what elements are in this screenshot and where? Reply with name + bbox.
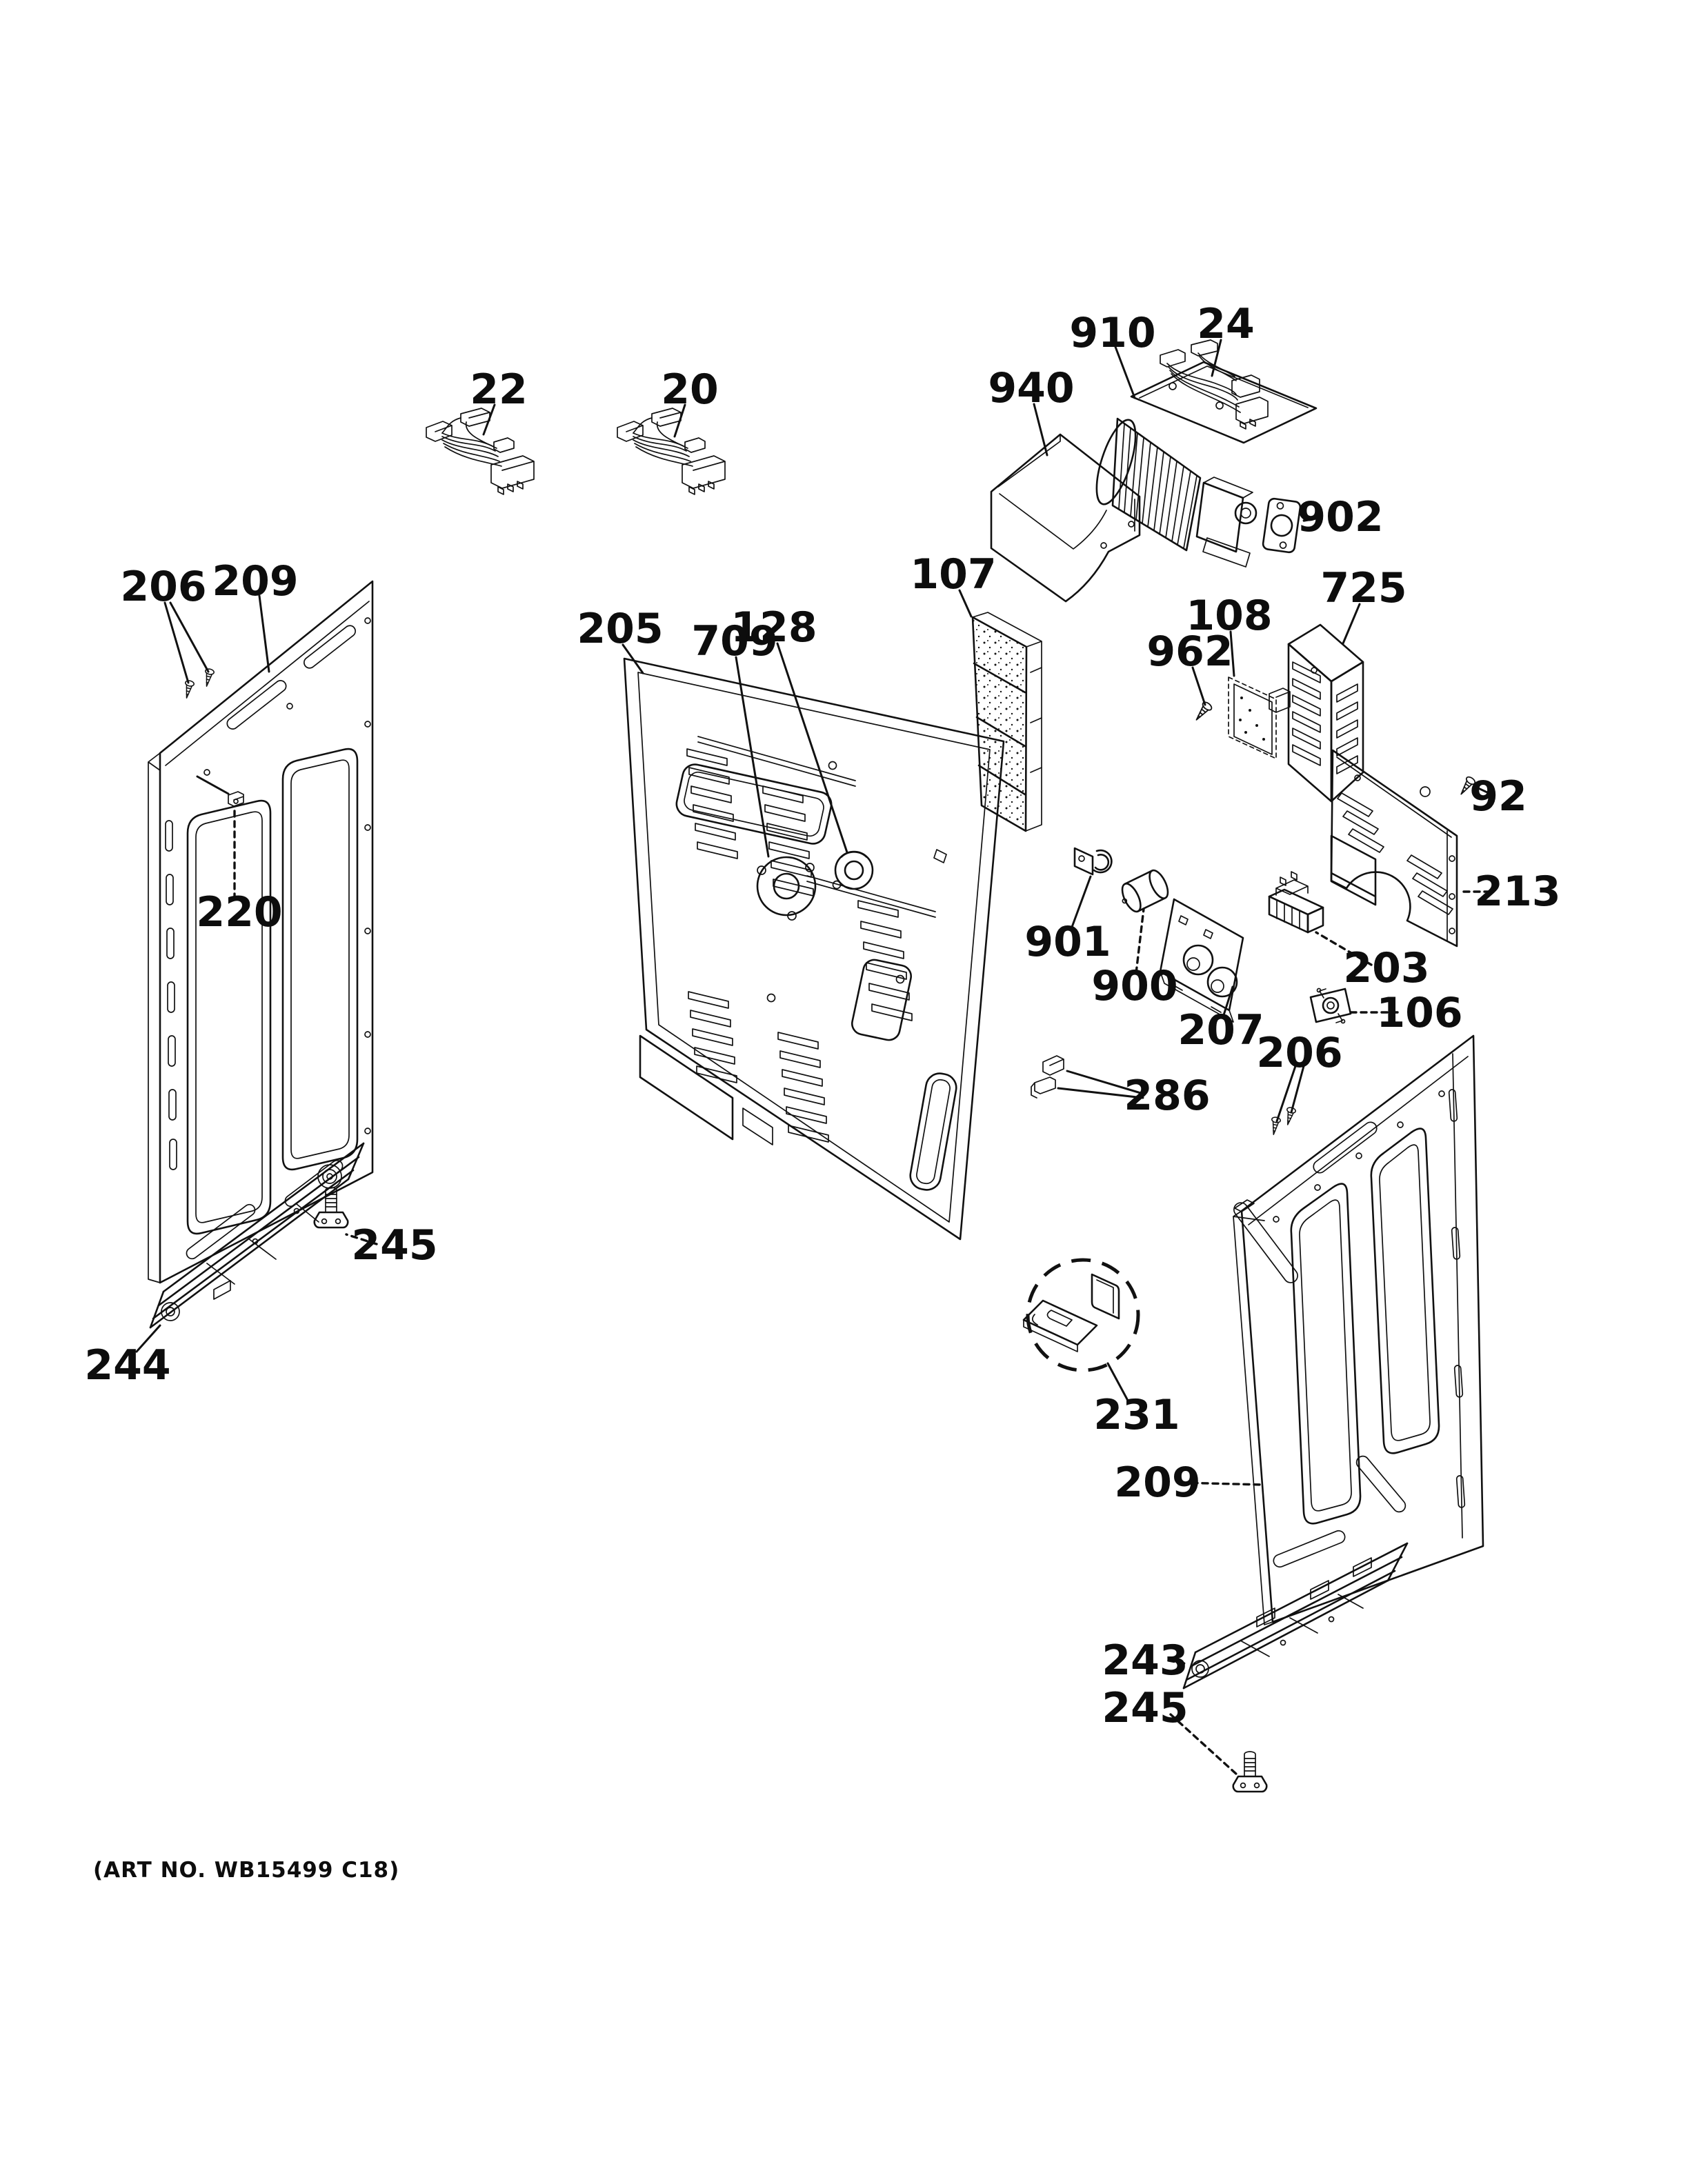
leader-line-245-right	[1169, 1713, 1239, 1776]
part-label-962: 962	[1146, 628, 1233, 676]
part-label-203: 203	[1343, 944, 1429, 992]
part-label-24: 24	[1197, 300, 1255, 348]
part-label-20: 20	[661, 365, 719, 414]
part-label-107: 107	[910, 550, 996, 599]
leader-line-900	[1135, 908, 1145, 974]
leader-line-244	[135, 1324, 161, 1353]
fan-cover-709-drawing	[756, 856, 817, 921]
part-label-108: 108	[1186, 592, 1272, 640]
part-label-206-right: 206	[1256, 1029, 1342, 1077]
leader-line-286	[1066, 1070, 1144, 1095]
part-label-22: 22	[470, 365, 528, 414]
side-panel-209-left-drawing	[148, 580, 374, 1284]
leader-line-206-right	[1275, 1065, 1297, 1123]
leveling-leg-245-right-drawing	[1232, 1750, 1268, 1793]
thermostat-106-drawing	[1309, 988, 1352, 1024]
control-board-107-drawing	[971, 612, 1042, 832]
part-label-725: 725	[1320, 564, 1406, 612]
leader-line-243	[1167, 1659, 1189, 1665]
wire-harness-22-drawing	[426, 408, 535, 495]
leader-line-206-right	[1290, 1065, 1305, 1114]
leader-lines-layer	[135, 339, 1491, 1776]
part-label-243: 243	[1102, 1636, 1188, 1685]
clips-286-drawing	[1031, 1055, 1064, 1099]
gasket-902-drawing	[1262, 497, 1302, 554]
leader-line-108	[1229, 630, 1235, 677]
ring-gasket-128-drawing	[834, 850, 874, 890]
part-label-910: 910	[1069, 309, 1155, 357]
leader-line-209-right	[1180, 1481, 1264, 1486]
bracket-231-detail-drawing	[1022, 1258, 1140, 1372]
leader-line-22	[482, 403, 496, 436]
leader-line-962	[1191, 666, 1206, 706]
access-panel-213-drawing	[1330, 749, 1458, 948]
leader-line-902	[1298, 517, 1321, 523]
screws-206-left-drawing	[181, 668, 215, 700]
leader-line-207	[1222, 985, 1234, 1019]
leader-line-107	[958, 589, 973, 618]
leader-line-128	[776, 642, 848, 854]
part-label-231: 231	[1093, 1391, 1180, 1439]
art-number-text: (ART NO. WB15499 C18)	[93, 1858, 399, 1883]
part-label-205: 205	[577, 605, 663, 653]
part-label-900: 900	[1091, 962, 1177, 1010]
air-deflector-940-drawing	[990, 433, 1141, 603]
part-label-213: 213	[1474, 868, 1560, 916]
leader-line-725	[1342, 603, 1361, 645]
part-label-245-right: 245	[1102, 1684, 1188, 1732]
part-label-206-left: 206	[120, 563, 206, 611]
leader-line-206-left	[163, 601, 190, 684]
part-label-209-right: 209	[1114, 1459, 1200, 1507]
part-label-92: 92	[1469, 772, 1527, 821]
leader-line-709	[735, 656, 770, 858]
part-label-286: 286	[1124, 1072, 1210, 1120]
board-108-drawing	[1228, 677, 1291, 759]
leader-line-901	[1070, 875, 1092, 930]
clip-220-drawing	[228, 791, 244, 807]
part-label-709: 709	[691, 617, 777, 665]
leader-line-910	[1114, 345, 1136, 399]
part-label-220: 220	[196, 888, 282, 936]
bottom-rail-243-drawing	[1182, 1542, 1409, 1690]
part-label-209-left: 209	[212, 557, 298, 605]
leader-line-940	[1033, 403, 1048, 457]
part-label-244: 244	[84, 1341, 170, 1390]
part-label-940: 940	[988, 364, 1074, 412]
convection-plate-207-drawing	[1159, 898, 1244, 1023]
leader-line-220	[196, 775, 230, 795]
leader-line-206-left	[169, 601, 210, 673]
leader-line-245-left	[345, 1233, 378, 1245]
wire-harness-20-drawing	[617, 408, 726, 495]
rear-panel-205-drawing	[623, 657, 1005, 1241]
part-label-902: 902	[1297, 493, 1383, 541]
bracket-725-drawing	[1287, 623, 1364, 803]
bottom-rail-244-drawing	[149, 1142, 365, 1329]
leader-line-92	[1474, 785, 1489, 794]
screw-962-drawing	[1191, 700, 1214, 724]
part-label-106: 106	[1376, 989, 1462, 1037]
terminal-block-203-drawing	[1268, 871, 1324, 934]
part-label-901: 901	[1024, 918, 1111, 966]
leader-line-203	[1315, 931, 1373, 966]
part-label-207: 207	[1177, 1006, 1264, 1054]
leader-line-286	[1057, 1087, 1144, 1099]
part-label-245-left: 245	[351, 1221, 437, 1270]
part-label-128: 128	[730, 603, 817, 652]
leader-line-209-left	[258, 594, 270, 673]
side-panel-209-right-drawing	[1233, 1034, 1484, 1625]
leader-line-24	[1211, 339, 1222, 377]
leader-line-231	[1106, 1362, 1129, 1401]
clamp-901-drawing	[1073, 847, 1113, 876]
leader-line-20	[673, 403, 686, 438]
leader-line-205	[622, 643, 644, 674]
